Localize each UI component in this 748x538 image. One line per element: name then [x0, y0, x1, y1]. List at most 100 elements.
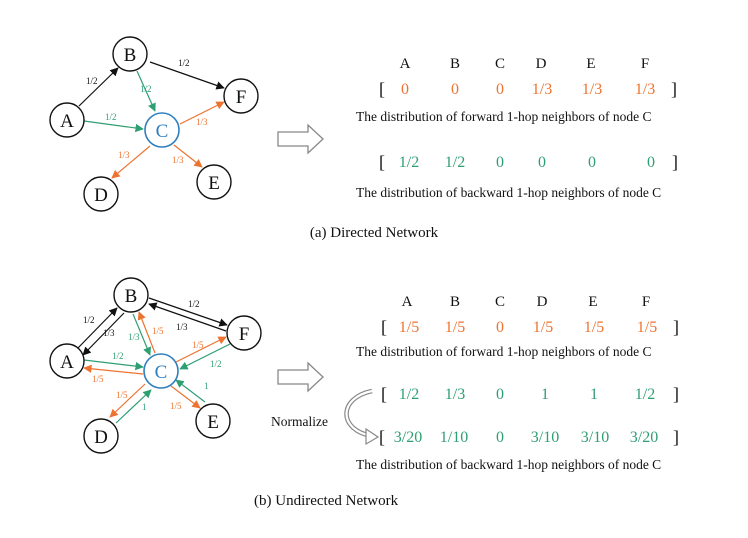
edge-label-a-c-green: 1/2 [112, 351, 124, 361]
svg-text:C: C [156, 121, 169, 142]
edge-c-e [173, 144, 203, 168]
close-bracket: ] [673, 427, 679, 447]
svg-text:B: B [124, 45, 137, 66]
edge-b-c [136, 70, 156, 112]
directed-distribution-panel: A B C D E F [ 0 0 0 1/3 1/3 1/3 ] The di… [356, 56, 678, 200]
edge-a-b [78, 67, 119, 107]
node-a: A [49, 343, 85, 379]
value: 1/3 [582, 81, 602, 98]
value: 0 [496, 319, 504, 336]
node-c: C [143, 353, 179, 389]
node-d: D [83, 418, 119, 454]
value: 0 [496, 429, 504, 446]
caption-directed: (a) Directed Network [310, 225, 439, 241]
value: 0 [647, 154, 655, 171]
header-c: C [495, 56, 505, 72]
edge-label-b-f-bottom: 1/3 [176, 322, 188, 332]
value: 1/2 [445, 154, 465, 171]
header-b: B [450, 56, 460, 72]
value: 1/10 [440, 429, 468, 446]
edge-label-b-f: 1/2 [178, 58, 190, 68]
value: 1/5 [399, 319, 419, 336]
edge-label-a-b-bottom: 1/3 [103, 328, 115, 338]
value: 0 [496, 386, 504, 403]
svg-text:C: C [155, 362, 168, 383]
edge-a-c [83, 120, 144, 133]
value: 1/2 [399, 154, 419, 171]
edge-e-c-green [175, 379, 206, 403]
close-bracket: ] [673, 317, 679, 337]
edge-label-c-e-orange: 1/5 [170, 401, 182, 411]
edge-c-e-orange [170, 385, 201, 409]
edge-label-b-f-top: 1/2 [188, 299, 200, 309]
undirected-forward-caption: The distribution of forward 1-hop neighb… [356, 344, 651, 359]
node-b: B [113, 277, 149, 313]
header-d: D [536, 56, 547, 72]
edge-c-a-orange [83, 364, 144, 375]
edge-label-c-e-green: 1 [204, 381, 209, 391]
directed-backward-vector: [ 1/2 1/2 0 0 0 0 ] [379, 152, 678, 172]
header-a: A [402, 294, 413, 310]
edge-label-c-d-green: 1 [142, 402, 147, 412]
svg-text:E: E [207, 412, 219, 433]
undirected-header-row: A B C D E F [402, 294, 651, 310]
value: 3/20 [394, 429, 422, 446]
directed-network-graph: 1/2 1/2 1/2 1/2 1/3 1/3 1/3 A B C D E [49, 36, 259, 212]
edge-d-c-green [115, 389, 152, 424]
header-e: E [586, 56, 595, 72]
header-a: A [400, 56, 411, 72]
value: 1/3 [445, 386, 465, 403]
edge-c-d [111, 145, 151, 179]
directed-backward-caption: The distribution of backward 1-hop neigh… [356, 185, 661, 200]
value: 0 [496, 154, 504, 171]
value: 1/3 [635, 81, 655, 98]
edge-label-c-f-green: 1/2 [210, 359, 222, 369]
open-bracket: [ [379, 427, 385, 447]
edge-label-c-f: 1/3 [196, 117, 208, 127]
edge-b-a-black-2 [82, 312, 125, 356]
undirected-backward-raw-vector: [ 1/2 1/3 0 1 1 1/2 ] [381, 384, 679, 404]
value: 1/5 [533, 319, 553, 336]
directed-forward-vector: [ 0 0 0 1/3 1/3 1/3 ] [379, 79, 677, 99]
directed-forward-caption: The distribution of forward 1-hop neighb… [356, 109, 651, 124]
edge-label-a-b-top: 1/2 [83, 315, 95, 325]
open-bracket: [ [381, 317, 387, 337]
edge-b-f [149, 61, 225, 90]
node-d: D [83, 176, 119, 212]
svg-text:D: D [94, 185, 108, 206]
transform-arrow-icon [277, 361, 324, 393]
edge-label-b-c-green: 1/3 [128, 332, 140, 342]
value: 1 [590, 386, 598, 403]
edge-label-c-d-orange: 1/5 [116, 390, 128, 400]
svg-text:B: B [125, 286, 138, 307]
node-f: F [226, 315, 262, 351]
value: 0 [588, 154, 596, 171]
svg-text:E: E [208, 173, 220, 194]
value: 3/20 [630, 429, 658, 446]
edge-label-a-c-orange: 1/5 [92, 374, 104, 384]
value: 1/2 [635, 386, 655, 403]
edge-label-b-c-orange: 1/5 [152, 326, 164, 336]
edge-f-c-green [179, 343, 231, 370]
node-f: F [223, 78, 259, 114]
open-bracket: [ [379, 79, 385, 99]
close-bracket: ] [673, 384, 679, 404]
node-b: B [112, 36, 148, 72]
value: 1/5 [637, 319, 657, 336]
edge-label-a-c: 1/2 [105, 112, 117, 122]
header-b: B [450, 294, 460, 310]
value: 0 [451, 81, 459, 98]
header-e: E [588, 294, 597, 310]
edge-label-c-f-orange: 1/5 [192, 340, 204, 350]
node-e: E [195, 403, 231, 439]
open-bracket: [ [379, 152, 385, 172]
undirected-distribution-panel: A B C D E F [ 1/5 1/5 0 1/5 1/5 1/5 ] Th… [271, 294, 679, 472]
value: 0 [538, 154, 546, 171]
edge-label-a-b: 1/2 [86, 76, 98, 86]
edge-c-b-orange [137, 311, 156, 354]
node-a: A [49, 102, 85, 138]
edge-f-b-black-2 [148, 302, 227, 332]
node-e: E [196, 164, 232, 200]
value: 1/5 [445, 319, 465, 336]
undirected-backward-vector: [ 3/20 1/10 0 3/10 3/10 3/20 ] [379, 427, 679, 447]
